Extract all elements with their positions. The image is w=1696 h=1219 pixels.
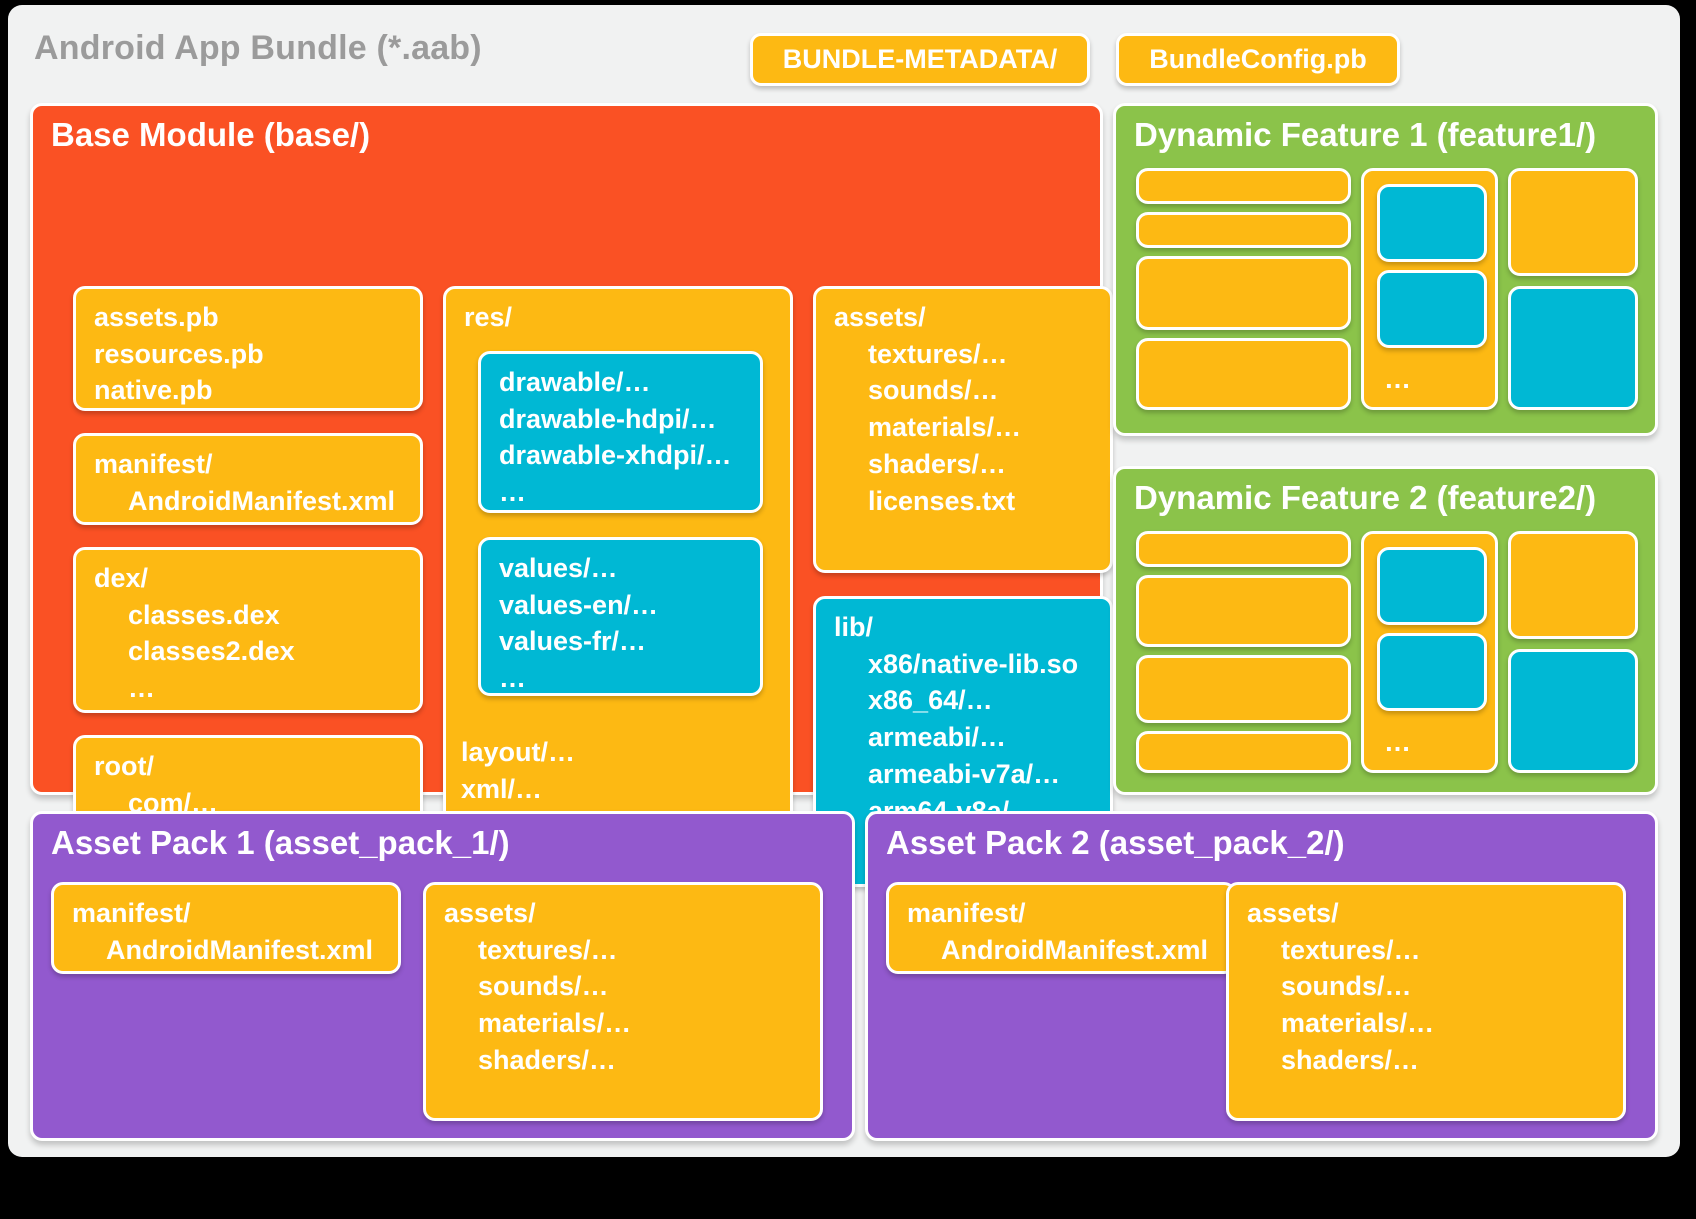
text-line: sounds/… — [868, 375, 999, 406]
feature-bar[interactable] — [1136, 531, 1351, 567]
asset-pack-assets-box[interactable]: assets/ textures/… sounds/… materials/… … — [1226, 882, 1626, 1121]
text-line: assets/ — [1247, 898, 1339, 928]
text-line: values-fr/… — [499, 626, 647, 657]
text-line: armeabi/… — [868, 722, 1007, 753]
text-line: values-en/… — [499, 589, 659, 620]
text-line: sounds/… — [478, 971, 609, 1002]
feature-right-box[interactable] — [1508, 531, 1638, 639]
asset-pack-manifest-box[interactable]: manifest/ AndroidManifest.xml — [886, 882, 1236, 974]
text-line: AndroidManifest.xml — [106, 934, 374, 965]
feature-bar[interactable] — [1136, 256, 1351, 330]
feature-subbox[interactable] — [1377, 184, 1487, 262]
text-line: shaders/… — [868, 448, 1007, 479]
text-line: textures/… — [1281, 934, 1421, 965]
text-line: armeabi-v7a/… — [868, 758, 1061, 789]
base-module-protos-box[interactable]: assets.pb resources.pb native.pb — [73, 286, 423, 411]
text-line: textures/… — [868, 338, 1008, 369]
text-line: drawable-xhdpi/… — [499, 440, 732, 471]
asset-pack-1-card[interactable]: Asset Pack 1 (asset_pack_1/) manifest/ A… — [30, 811, 855, 1141]
chip-bundle-config[interactable]: BundleConfig.pb — [1116, 33, 1400, 86]
feature-middle-group[interactable]: … — [1361, 168, 1498, 410]
dynamic-feature-1-title: Dynamic Feature 1 (feature1/) — [1134, 116, 1597, 153]
text-line: root/ — [94, 751, 154, 781]
dynamic-feature-1-card[interactable]: Dynamic Feature 1 (feature1/) … — [1113, 103, 1658, 436]
feature-subbox[interactable] — [1377, 633, 1487, 711]
feature-bar[interactable] — [1136, 575, 1351, 647]
text-line: drawable/… — [499, 367, 651, 397]
text-line: resources.pb — [94, 338, 264, 369]
text-line: assets/ — [834, 302, 926, 332]
text-line: assets.pb — [94, 302, 219, 332]
res-values-group[interactable]: values/… values-en/… values-fr/… … — [478, 537, 763, 696]
feature-bar[interactable] — [1136, 212, 1351, 248]
text-line: sounds/… — [1281, 971, 1412, 1002]
text-line: shaders/… — [478, 1044, 617, 1075]
text-line: xml/… — [461, 774, 543, 805]
feature-right-box[interactable] — [1508, 649, 1638, 773]
chip-bundle-metadata[interactable]: BUNDLE-METADATA/ — [750, 33, 1090, 86]
feature-bar[interactable] — [1136, 168, 1351, 204]
text-line: … — [128, 673, 156, 704]
feature-right-box[interactable] — [1508, 168, 1638, 276]
text-line: materials/… — [478, 1008, 632, 1039]
asset-pack-1-title: Asset Pack 1 (asset_pack_1/) — [51, 824, 510, 861]
feature-subbox[interactable] — [1377, 270, 1487, 348]
text-line: assets/ — [444, 898, 536, 928]
asset-pack-2-title: Asset Pack 2 (asset_pack_2/) — [886, 824, 1345, 861]
base-module-card[interactable]: Base Module (base/) assets.pb resources.… — [30, 103, 1113, 887]
text-line: lib/ — [834, 612, 873, 642]
text-line: values/… — [499, 553, 618, 583]
asset-pack-assets-box[interactable]: assets/ textures/… sounds/… materials/… … — [423, 882, 823, 1121]
text-line: licenses.txt — [868, 485, 1016, 516]
text-line: … — [499, 663, 527, 694]
text-line: shaders/… — [1281, 1044, 1420, 1075]
res-drawable-group[interactable]: drawable/… drawable-hdpi/… drawable-xhdp… — [478, 351, 763, 513]
base-module-title: Base Module (base/) — [51, 116, 371, 153]
text-line: classes2.dex — [128, 636, 295, 667]
text-line: manifest/ — [72, 898, 191, 928]
text-line: drawable-hdpi/… — [499, 403, 717, 434]
android-app-bundle-panel: Android App Bundle (*.aab) BUNDLE-METADA… — [8, 5, 1680, 1157]
text-line: materials/… — [1281, 1008, 1435, 1039]
dynamic-feature-2-card[interactable]: Dynamic Feature 2 (feature2/) … — [1113, 466, 1658, 795]
base-module-assets-box[interactable]: assets/ textures/… sounds/… materials/… … — [813, 286, 1113, 573]
text-line: … — [499, 477, 527, 508]
text-line: textures/… — [478, 934, 618, 965]
asset-pack-2-card[interactable]: Asset Pack 2 (asset_pack_2/) manifest/ A… — [865, 811, 1658, 1141]
text-line: materials/… — [868, 412, 1022, 443]
text-line: … — [1384, 364, 1412, 394]
text-line: native.pb — [94, 375, 213, 406]
feature-bar[interactable] — [1136, 655, 1351, 723]
base-module-manifest-box[interactable]: manifest/ AndroidManifest.xml — [73, 433, 423, 525]
text-line: AndroidManifest.xml — [128, 485, 396, 516]
asset-pack-manifest-box[interactable]: manifest/ AndroidManifest.xml — [51, 882, 401, 974]
res-label: res/ — [464, 302, 513, 332]
feature-bar[interactable] — [1136, 731, 1351, 773]
feature-bar[interactable] — [1136, 338, 1351, 410]
text-line: x86_64/… — [868, 685, 993, 716]
feature-middle-group[interactable]: … — [1361, 531, 1498, 773]
feature-subbox[interactable] — [1377, 547, 1487, 625]
text-line: layout/… — [461, 737, 576, 767]
bundle-header: Android App Bundle (*.aab) BUNDLE-METADA… — [8, 5, 1680, 97]
dynamic-feature-2-title: Dynamic Feature 2 (feature2/) — [1134, 479, 1597, 516]
base-module-dex-box[interactable]: dex/ classes.dex classes2.dex … — [73, 547, 423, 713]
page-title: Android App Bundle (*.aab) — [34, 29, 482, 67]
text-line: manifest/ — [907, 898, 1026, 928]
text-line: manifest/ — [94, 449, 213, 479]
text-line: … — [1384, 727, 1412, 757]
text-line: x86/native-lib.so — [868, 648, 1079, 679]
feature-right-box[interactable] — [1508, 286, 1638, 410]
text-line: classes.dex — [128, 599, 280, 630]
text-line: AndroidManifest.xml — [941, 934, 1209, 965]
text-line: dex/ — [94, 563, 149, 593]
